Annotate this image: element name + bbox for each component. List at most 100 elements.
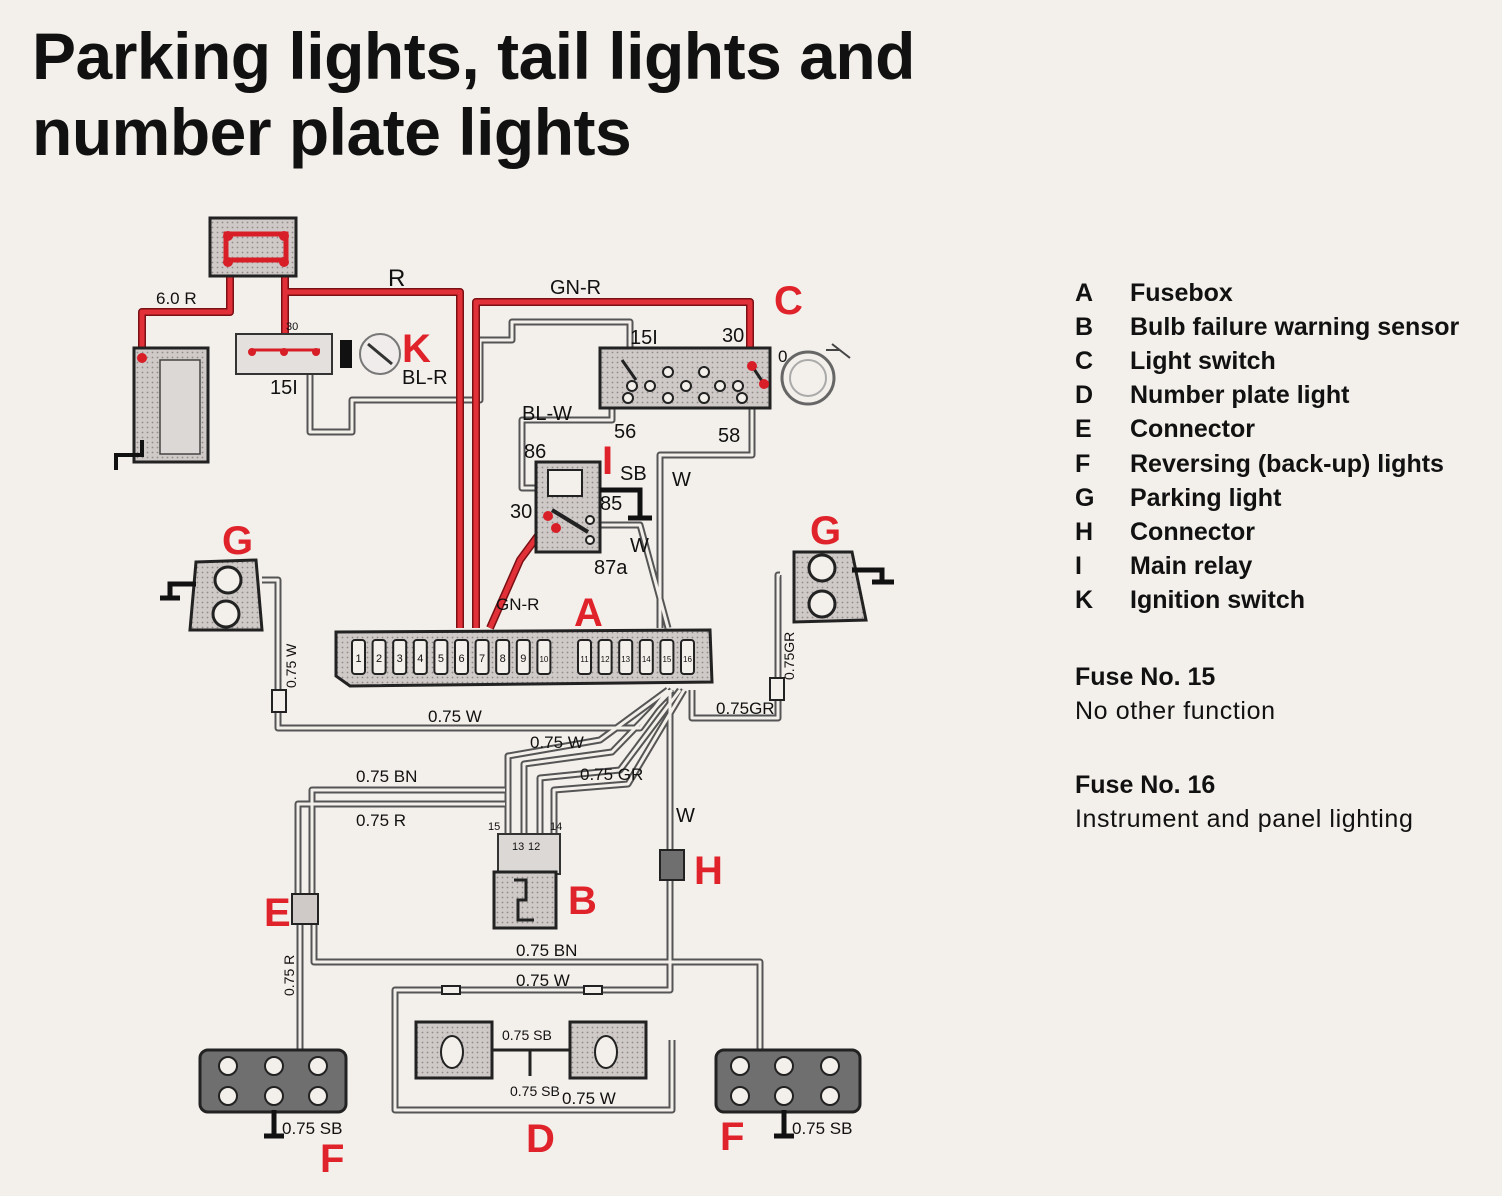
fuse-number: 8 bbox=[500, 653, 506, 665]
wire-gn-r-low: GN-R bbox=[496, 595, 539, 614]
fuse-16-note: Fuse No. 16 Instrument and panel lightin… bbox=[1075, 768, 1495, 836]
wire-075sb-d1: 0.75 SB bbox=[502, 1027, 552, 1043]
fuse-15-note: Fuse No. 15 No other function bbox=[1075, 660, 1495, 728]
label-d: D bbox=[526, 1117, 555, 1161]
reversing-light-right bbox=[714, 1048, 862, 1139]
fuse-slot-9: 9 bbox=[515, 639, 531, 675]
wire-075bn-low: 0.75 BN bbox=[516, 941, 577, 960]
legend-item-e: E Connector bbox=[1075, 413, 1495, 447]
wire-r-top: R bbox=[388, 265, 405, 292]
fuse-slot-1: 1 bbox=[351, 639, 366, 675]
fuse-number: 13 bbox=[621, 655, 630, 664]
fuse-number: 12 bbox=[601, 655, 610, 664]
fuse-number: 10 bbox=[539, 655, 548, 664]
wire-075w-d: 0.75 W bbox=[516, 971, 570, 990]
terminal-85: 85 bbox=[600, 493, 622, 515]
label-g-right: G bbox=[810, 509, 841, 553]
connector-h bbox=[659, 849, 685, 881]
legend-code: K bbox=[1075, 586, 1094, 615]
wire-075sb-f-right: 0.75 SB bbox=[792, 1119, 853, 1138]
switch-zero: 0 bbox=[778, 347, 787, 366]
wire-075gr-g-right: 0.75GR bbox=[781, 632, 797, 680]
label-e: E bbox=[264, 891, 291, 935]
legend-label: Connector bbox=[1130, 517, 1255, 546]
fuse-16-desc: Instrument and panel lighting bbox=[1075, 805, 1414, 833]
fuse-slot-2: 2 bbox=[371, 639, 387, 675]
pin-14: 14 bbox=[550, 821, 562, 833]
bulb-failure-sensor bbox=[492, 833, 561, 930]
wire-075sb-d2: 0.75 SB bbox=[510, 1083, 560, 1099]
wire-075bn: 0.75 BN bbox=[356, 767, 417, 786]
fuse-slot-3: 3 bbox=[392, 639, 408, 675]
wire-w-h: W bbox=[676, 805, 695, 827]
fuse-number: 11 bbox=[580, 655, 589, 664]
legend-code: E bbox=[1075, 415, 1092, 444]
wire-075w-g-left: 0.75 W bbox=[283, 643, 299, 688]
legend-item-h: H Connector bbox=[1075, 515, 1495, 549]
gray-wires bbox=[262, 318, 782, 1114]
legend-code: F bbox=[1075, 449, 1091, 478]
legend-item-f: F Reversing (back-up) lights bbox=[1075, 447, 1495, 481]
pin-13: 13 bbox=[512, 841, 524, 853]
fuse-number: 7 bbox=[479, 653, 485, 665]
terminal-15i-k: 15I bbox=[270, 377, 298, 399]
wire-w-a: W bbox=[672, 469, 691, 491]
light-switch bbox=[598, 343, 851, 410]
reversing-light-left bbox=[198, 1048, 348, 1139]
label-h: H bbox=[694, 849, 723, 893]
fuse-slot-16: 16 bbox=[680, 639, 695, 675]
fuse-number: 9 bbox=[520, 653, 526, 665]
legend-label: Connector bbox=[1130, 415, 1255, 444]
wire-bl-r: BL-R bbox=[402, 367, 448, 389]
legend-label: Fusebox bbox=[1130, 278, 1233, 307]
label-i: I bbox=[602, 439, 613, 483]
label-a: A bbox=[574, 591, 603, 635]
fuse-slot-15: 15 bbox=[659, 639, 675, 675]
parking-light-left bbox=[160, 558, 264, 632]
wire-075r: 0.75 R bbox=[356, 811, 406, 830]
fuse-number: 2 bbox=[376, 653, 382, 665]
fuse-slot-5: 5 bbox=[433, 639, 449, 675]
terminal-86: 86 bbox=[524, 441, 546, 463]
legend-label: Ignition switch bbox=[1130, 586, 1305, 615]
battery bbox=[114, 346, 210, 470]
pin-15: 15 bbox=[488, 821, 500, 833]
fuse-slot-10: 10 bbox=[536, 639, 552, 675]
parking-light-right bbox=[792, 550, 894, 624]
legend-code: A bbox=[1075, 278, 1094, 307]
wire-075w-a: 0.75 W bbox=[428, 707, 482, 726]
legend-code: I bbox=[1075, 552, 1082, 581]
fuse-slot-7: 7 bbox=[474, 639, 490, 675]
wire-075r-e: 0.75 R bbox=[281, 955, 297, 996]
main-relay bbox=[534, 460, 652, 554]
terminal-56: 56 bbox=[614, 421, 636, 443]
fuse-15-title: Fuse No. 15 bbox=[1075, 663, 1216, 691]
fuse-number: 5 bbox=[438, 653, 444, 665]
terminal-87a: 87a bbox=[594, 557, 628, 579]
legend-item-a: A Fusebox bbox=[1075, 276, 1495, 310]
wire-sb: SB bbox=[620, 463, 647, 485]
fuse-number: 6 bbox=[458, 653, 464, 665]
fuse-number: 16 bbox=[683, 655, 692, 664]
label-f-right: F bbox=[720, 1115, 744, 1159]
wire-075sb-f-left: 0.75 SB bbox=[282, 1119, 343, 1138]
label-f-left: F bbox=[320, 1137, 344, 1181]
label-b: B bbox=[568, 879, 597, 923]
fuse-slot-12: 12 bbox=[597, 639, 613, 675]
ignition-switch bbox=[235, 333, 401, 375]
legend-code: H bbox=[1075, 517, 1094, 546]
legend-code: D bbox=[1075, 381, 1094, 410]
label-k: K bbox=[402, 327, 431, 371]
legend-label: Reversing (back-up) lights bbox=[1130, 449, 1444, 478]
terminal-30-i: 30 bbox=[510, 501, 532, 523]
legend-code: G bbox=[1075, 483, 1095, 512]
fuse-number: 15 bbox=[662, 655, 671, 664]
label-g-left: G bbox=[222, 519, 253, 563]
